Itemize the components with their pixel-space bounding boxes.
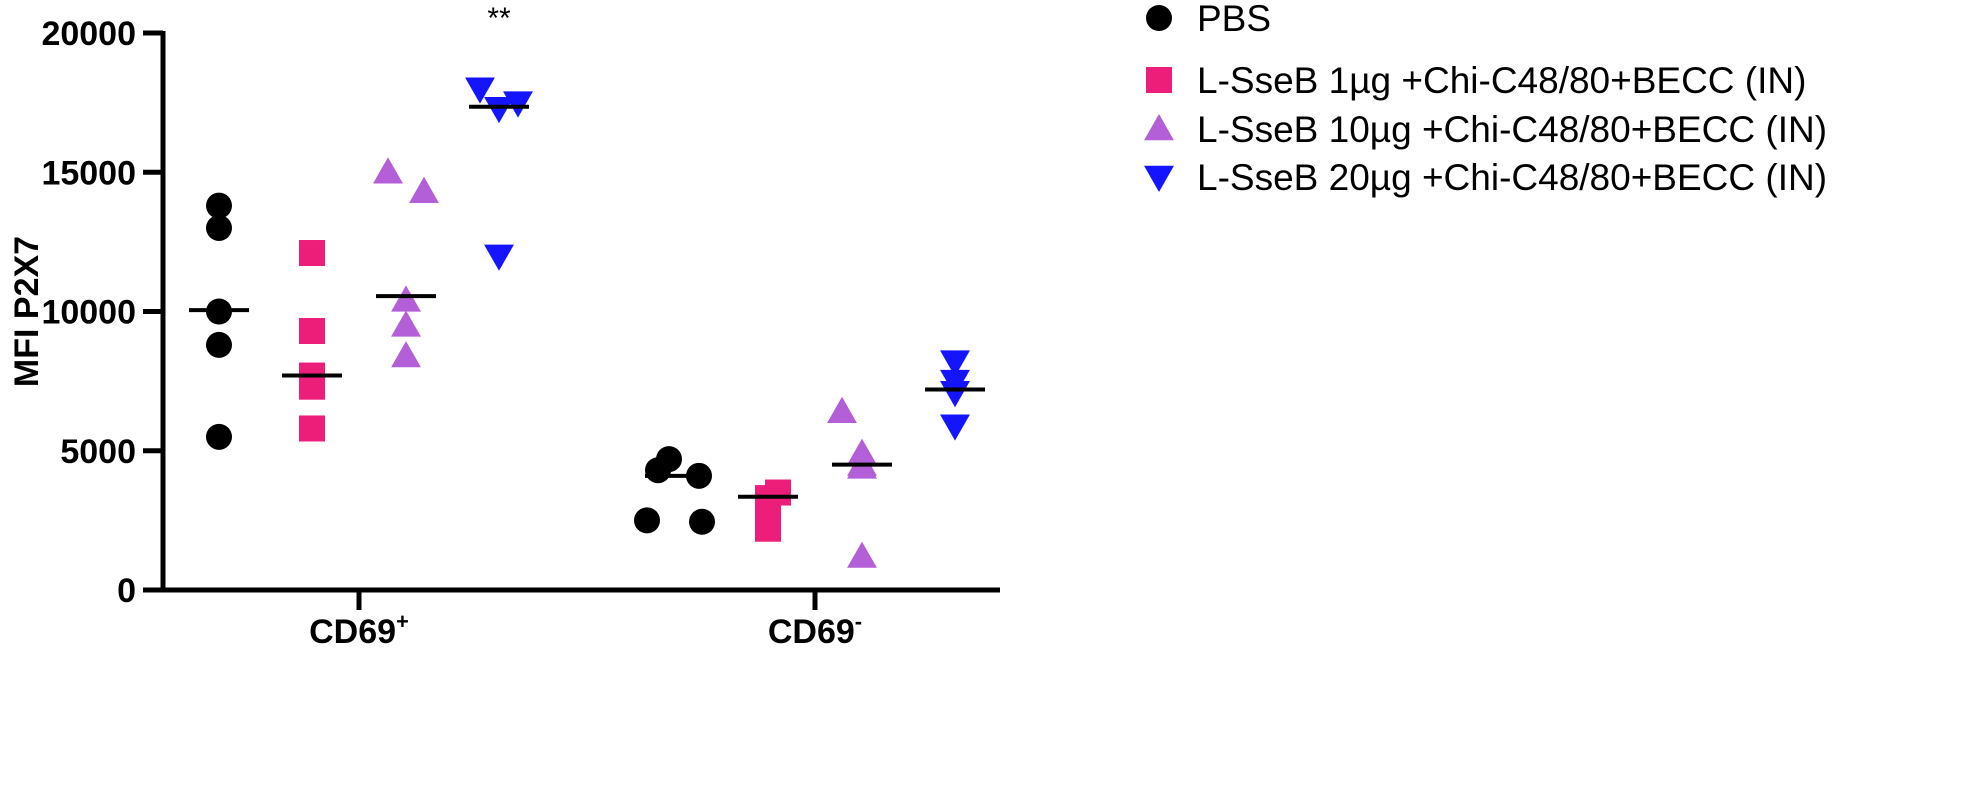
data-point bbox=[465, 77, 495, 104]
data-point bbox=[940, 381, 970, 408]
plot-area: ** bbox=[189, 2, 985, 568]
data-point bbox=[299, 415, 325, 442]
data-point bbox=[206, 214, 232, 241]
y-axis-label: MFI P2X7 bbox=[8, 236, 46, 387]
data-point bbox=[299, 317, 325, 344]
data-point bbox=[689, 508, 715, 535]
data-point bbox=[206, 192, 232, 219]
data-point bbox=[827, 396, 857, 423]
data-point bbox=[755, 515, 781, 542]
data-point bbox=[299, 240, 325, 267]
legend-label: L-SseB 1µg +Chi-C48/80+BECC (IN) bbox=[1197, 60, 1806, 101]
data-point bbox=[206, 423, 232, 450]
legend-label: PBS bbox=[1197, 0, 1271, 39]
data-point bbox=[391, 310, 421, 337]
data-point bbox=[373, 157, 403, 184]
data-point bbox=[940, 414, 970, 441]
legend-marker bbox=[1144, 165, 1174, 192]
data-point bbox=[484, 244, 514, 271]
data-point bbox=[645, 457, 671, 484]
data-point bbox=[940, 350, 970, 377]
y-tick-label: 10000 bbox=[41, 294, 136, 332]
significance-annotation: ** bbox=[487, 2, 511, 35]
y-tick-label: 20000 bbox=[41, 15, 136, 53]
legend: PBS L-SseB 1µg +Chi-C48/80+BECC (IN) L-Sse… bbox=[1144, 0, 1827, 198]
legend-label: L-SseB 20µg +Chi-C48/80+BECC (IN) bbox=[1197, 157, 1827, 198]
data-point bbox=[484, 96, 514, 124]
legend-marker bbox=[1146, 5, 1172, 31]
data-point bbox=[391, 285, 421, 312]
y-tick-label: 0 bbox=[117, 572, 136, 610]
x-axis: CD69+ CD69- bbox=[161, 587, 1000, 651]
data-point bbox=[847, 541, 877, 568]
data-point bbox=[634, 507, 660, 534]
data-point bbox=[206, 331, 232, 358]
x-category-label: CD69- bbox=[768, 609, 862, 651]
data-point bbox=[391, 341, 421, 368]
x-category-label: CD69+ bbox=[309, 609, 409, 651]
legend-marker bbox=[1146, 67, 1172, 93]
legend-marker bbox=[1144, 114, 1174, 141]
y-tick-label: 5000 bbox=[60, 433, 136, 471]
legend-label: L-SseB 10µg +Chi-C48/80+BECC (IN) bbox=[1197, 109, 1827, 150]
data-point bbox=[299, 373, 325, 400]
y-tick-label: 15000 bbox=[41, 154, 136, 192]
data-point bbox=[409, 176, 439, 203]
